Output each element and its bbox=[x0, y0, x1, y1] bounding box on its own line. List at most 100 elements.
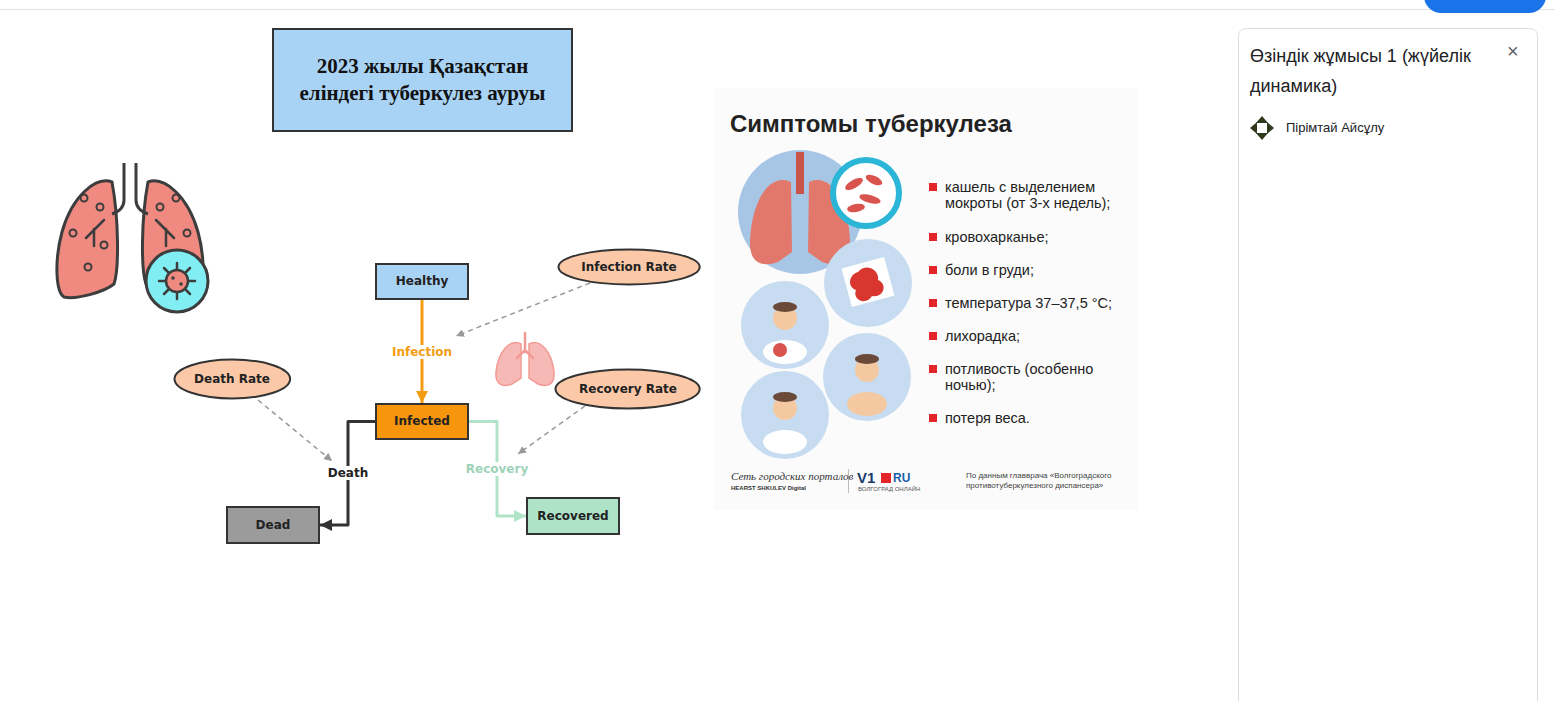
bullet bbox=[929, 266, 937, 274]
virus-dot bbox=[179, 282, 183, 286]
site-subtitle: ВОЛГОГРАД ОНЛАЙН bbox=[858, 486, 920, 493]
virus-spikes bbox=[159, 263, 195, 299]
symptom-item: кровохарканье; bbox=[945, 229, 1049, 245]
leader-line bbox=[456, 283, 590, 336]
node-label: Recovered bbox=[537, 509, 608, 524]
ellipse-outline bbox=[174, 360, 290, 399]
small-lungs-icon bbox=[496, 333, 554, 386]
site-logo: V1 bbox=[857, 469, 875, 487]
flow-connector bbox=[320, 422, 375, 526]
person-body bbox=[763, 430, 807, 454]
bacterium bbox=[846, 202, 865, 213]
bullet bbox=[929, 299, 937, 307]
stock-box: Dead bbox=[226, 506, 320, 544]
ellipse-outline bbox=[558, 250, 699, 285]
portal-subtitle: HEARST SHKULEV Digital bbox=[731, 485, 806, 492]
bronchi bbox=[86, 220, 174, 246]
person-circle bbox=[823, 333, 911, 421]
person-hair bbox=[773, 302, 797, 312]
bullet bbox=[929, 365, 937, 373]
symptoms-poster bbox=[714, 88, 1137, 510]
blood-circle bbox=[824, 239, 912, 327]
icon-arrow bbox=[1267, 122, 1274, 134]
symptom-item: боли в груди; bbox=[945, 262, 1034, 278]
left-lung bbox=[57, 181, 118, 298]
lung-dot bbox=[85, 264, 92, 271]
person-circle bbox=[741, 371, 829, 459]
tissue bbox=[842, 257, 895, 307]
blood-splat bbox=[850, 267, 884, 301]
node-label: Infected bbox=[394, 414, 450, 429]
portal-logo: Сеть городских порталов bbox=[731, 470, 853, 483]
bullet bbox=[929, 183, 937, 191]
node-label: Death Rate bbox=[194, 372, 270, 387]
symptom-item: температура 37–37,5 °C; bbox=[945, 295, 1112, 311]
stock-box: Infected bbox=[375, 403, 469, 440]
node-label: Infection Rate bbox=[581, 260, 677, 275]
site-logo: RU bbox=[893, 471, 910, 485]
icon-arrow bbox=[1256, 116, 1268, 123]
bacteria-circle bbox=[833, 160, 899, 226]
lung-dot bbox=[157, 204, 164, 211]
title-text: 2023 жылы Қазақстан еліндегі туберкулез … bbox=[286, 53, 559, 108]
person-body bbox=[763, 340, 807, 364]
flow-label: Recovery bbox=[464, 462, 530, 476]
symptom-item: кашель с выделением мокроты (от 3-х неде… bbox=[945, 179, 1130, 211]
icon-arrow bbox=[1256, 133, 1268, 140]
poster-left-lung bbox=[750, 180, 792, 264]
node-label: Healthy bbox=[396, 274, 449, 289]
person-body bbox=[847, 392, 887, 416]
lung-dot bbox=[173, 195, 180, 202]
lung-dot bbox=[70, 230, 77, 237]
source-note: По данным главврача «Волгоградского прот… bbox=[966, 471, 1134, 491]
lung-dot bbox=[81, 195, 88, 202]
panel-icon bbox=[1250, 116, 1274, 140]
person-circle bbox=[741, 281, 829, 369]
poster-heading: Симптомы туберкулеза bbox=[730, 110, 1012, 139]
stock-box: Healthy bbox=[375, 263, 469, 300]
bacterium bbox=[858, 192, 881, 205]
bullet bbox=[929, 233, 937, 241]
panel-title: Өзіндік жұмысы 1 (жүйелік динамика) bbox=[1250, 41, 1500, 101]
lung-dot bbox=[97, 204, 104, 211]
poster-ground bbox=[714, 88, 1137, 510]
small-left-lung bbox=[496, 343, 521, 386]
node-label: Recovery Rate bbox=[579, 382, 677, 397]
lung-dot bbox=[184, 230, 191, 237]
close-button: × bbox=[1507, 39, 1519, 63]
rate-ellipse: Death Rate bbox=[173, 358, 292, 400]
author-name: Пірімтай Айсұлу bbox=[1286, 120, 1384, 136]
trachea-outline bbox=[112, 163, 148, 214]
symptom-item: потливость (особенно ночью); bbox=[945, 361, 1095, 393]
bullet bbox=[929, 414, 937, 422]
virus-body bbox=[166, 270, 188, 292]
bacterium bbox=[864, 173, 884, 188]
title-box: 2023 жылы Қазақстан еліндегі туберкулез … bbox=[272, 28, 573, 132]
bacterium bbox=[843, 176, 864, 193]
flow-label: Infection bbox=[390, 345, 454, 359]
symptom-item: лихорадка; bbox=[945, 328, 1020, 344]
leader-line bbox=[518, 406, 585, 454]
side-panel bbox=[1239, 29, 1538, 701]
chest-pain bbox=[773, 343, 787, 357]
small-right-lung bbox=[529, 343, 554, 386]
trachea bbox=[124, 163, 136, 207]
lung-dot bbox=[101, 242, 108, 249]
virus-badge bbox=[146, 250, 208, 312]
flow-label: Death bbox=[326, 466, 370, 480]
rate-ellipse: Infection Rate bbox=[557, 248, 701, 286]
lungs-icon bbox=[57, 163, 208, 312]
small-trachea bbox=[517, 333, 533, 358]
top-button bbox=[1424, 0, 1546, 13]
top-rule bbox=[0, 9, 1555, 10]
bullet bbox=[929, 332, 937, 340]
leader-line bbox=[258, 400, 332, 461]
rate-ellipse: Recovery Rate bbox=[554, 368, 701, 410]
poster-trachea bbox=[796, 152, 804, 194]
virus-dot bbox=[171, 276, 175, 280]
stock-box: Recovered bbox=[526, 497, 620, 535]
